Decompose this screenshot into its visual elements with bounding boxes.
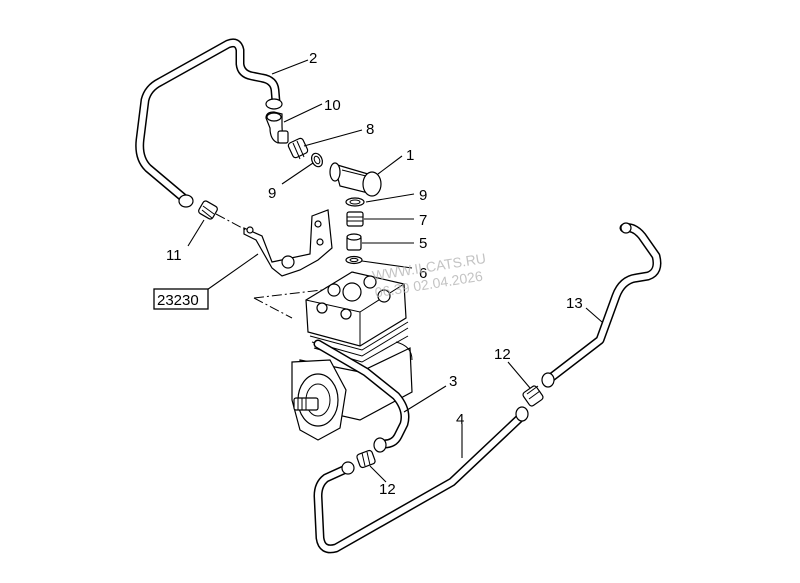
fitting-12-lower [356,449,376,469]
washer-6 [345,255,363,265]
callout-7: 7 [419,212,427,229]
callout-3: 3 [449,373,457,390]
callout-4: 4 [456,411,464,428]
callout-2: 2 [309,50,317,67]
fitting-7 [346,211,364,227]
callout-9-upper: 9 [268,185,276,202]
callout-12-lower: 12 [379,481,396,498]
pipe-4 [313,406,529,554]
callout-13: 13 [566,295,583,312]
reference-box-23230[interactable]: 23230 [153,288,209,310]
leader-lines [187,59,603,483]
pipe-13 [541,222,662,388]
callout-8: 8 [366,121,374,138]
valve-1 [329,162,382,197]
watermark: WWW.ILCATS.RU 06.39 02.04.2026 [371,250,487,301]
callout-12-upper: 12 [494,346,511,363]
o-ring-9-upper [310,152,324,168]
elbow-fitting-10 [265,111,289,144]
fitting-12-upper [522,385,544,407]
o-ring-9-lower [345,197,365,207]
fitting-8 [287,137,309,160]
callout-10: 10 [324,97,341,114]
pipe-3 [313,339,410,453]
air-compressor [291,271,413,441]
callout-5: 5 [419,235,427,252]
callout-6: 6 [419,265,427,282]
reference-box-label: 23230 [157,292,199,309]
pipe-2 [135,38,283,208]
mounting-bracket [243,209,333,277]
callout-11: 11 [166,247,182,264]
fitting-11 [198,200,218,220]
callout-9-lower: 9 [419,187,427,204]
callout-1: 1 [406,147,414,164]
fitting-5 [346,233,362,251]
